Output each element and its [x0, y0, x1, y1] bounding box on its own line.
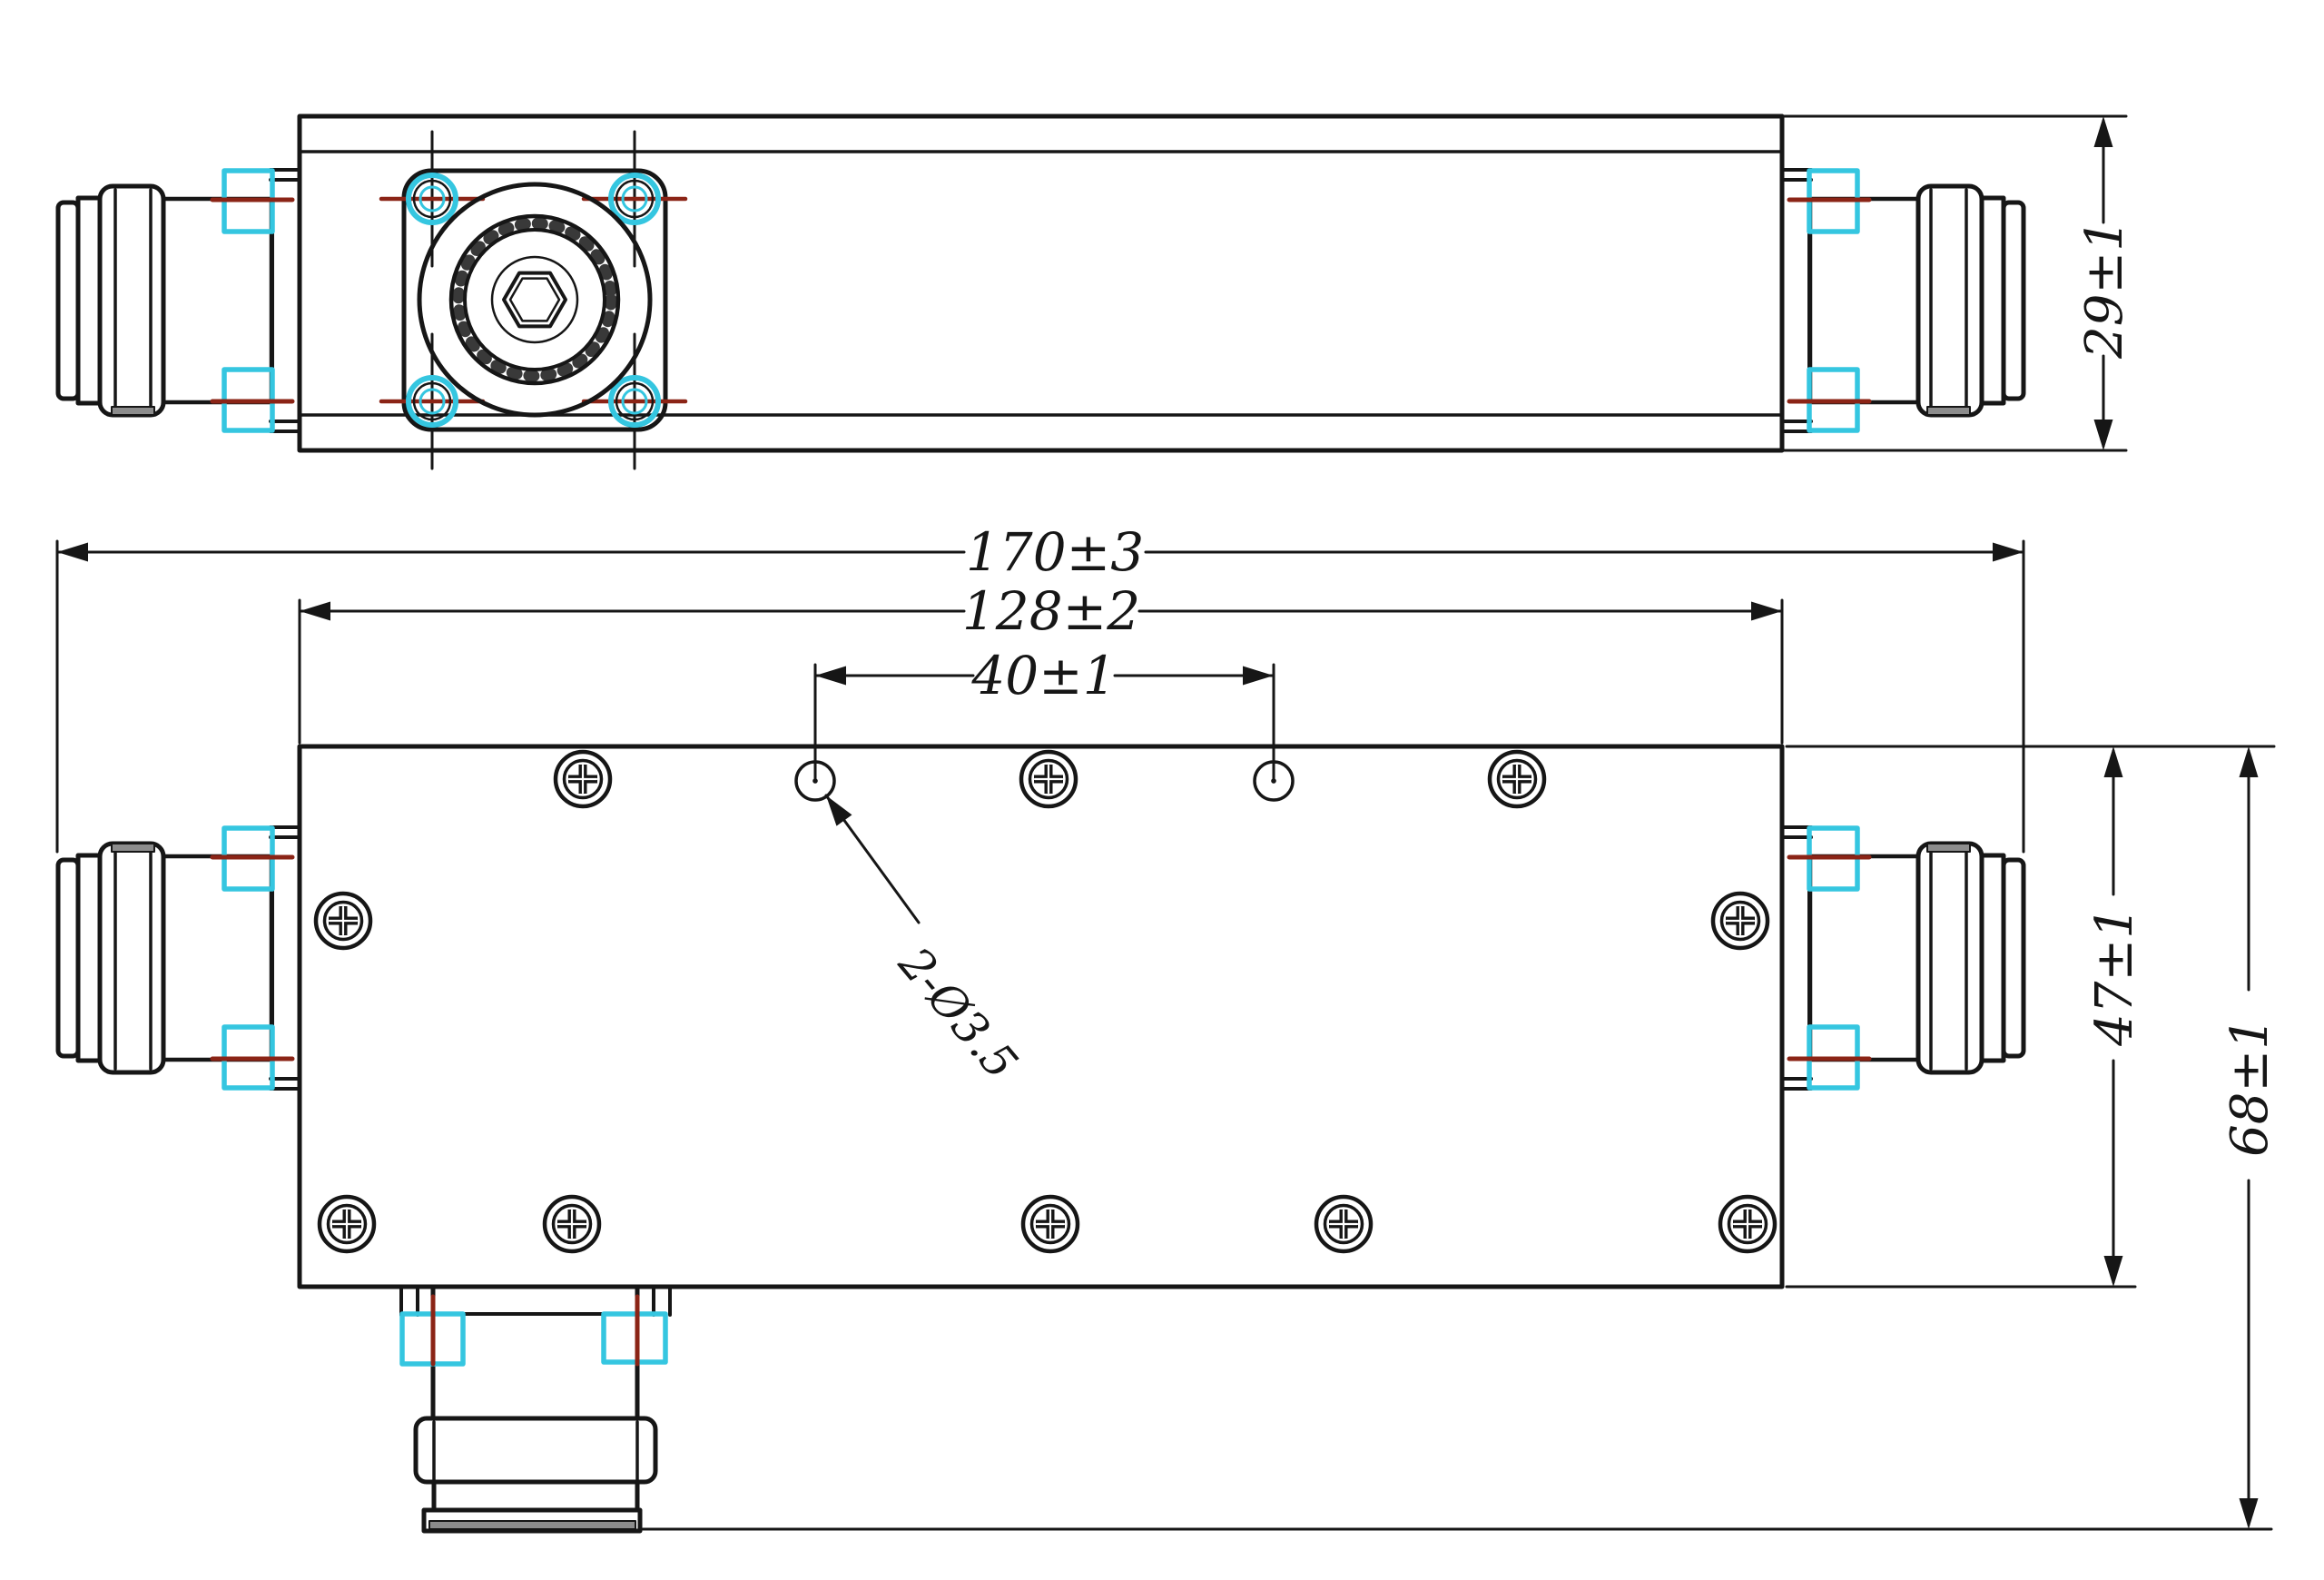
- top-view: [58, 114, 2024, 469]
- connector-shell-circle: [417, 182, 653, 418]
- screw-top-2: [1021, 752, 1076, 806]
- connector-knurl-marks: [452, 217, 617, 382]
- screw-bottom-4: [1316, 1197, 1371, 1251]
- dim-top-view-height: 29±1: [1780, 114, 2134, 452]
- front-view-body: [297, 744, 1785, 1289]
- screw-bottom-2: [545, 1197, 599, 1251]
- dim-body-height: 47±1: [1785, 745, 2276, 1289]
- dim-text-top-view-height: 29±1: [2075, 219, 2134, 360]
- screw-bottom-5: [1720, 1197, 1775, 1251]
- dim-overall-height: 68±1: [641, 745, 2280, 1531]
- dim-text-body-height: 47±1: [2085, 906, 2144, 1047]
- screw-top-1: [556, 752, 610, 806]
- screw-top-3: [1490, 752, 1544, 806]
- dim-text-overall-height: 68±1: [2221, 1017, 2280, 1157]
- connector-hex-nut: [502, 271, 567, 329]
- connector-thread-circle-outer: [448, 213, 621, 386]
- connector-thread-circle-inner: [463, 228, 606, 371]
- connector-insulator-circle: [490, 255, 579, 344]
- flange-plate: [401, 168, 668, 432]
- screw-mid-left: [316, 894, 370, 948]
- dimensions: 170±3 128±2 40±1 2-Ø3.5: [55, 114, 2280, 1531]
- screw-bottom-3: [1023, 1197, 1078, 1251]
- screw-mid-right: [1713, 894, 1768, 948]
- connector-hex-nut-inner: [508, 277, 561, 322]
- dim-body-length: 128±2: [298, 580, 1784, 745]
- dim-text-hole-spacing: 40±1: [970, 645, 1116, 706]
- dim-overall-length: 170±3: [55, 521, 2025, 854]
- top-view-flange-connector: [381, 132, 685, 469]
- dim-text-body-length: 128±2: [962, 580, 1140, 642]
- front-view-bottom-connector: [399, 1284, 672, 1534]
- dim-hole-spacing: 40±1: [813, 645, 1275, 783]
- screw-bottom-1: [320, 1197, 374, 1251]
- front-view: [58, 744, 2024, 1534]
- top-view-body: [297, 114, 1785, 453]
- dim-text-overall-length: 170±3: [966, 521, 1144, 583]
